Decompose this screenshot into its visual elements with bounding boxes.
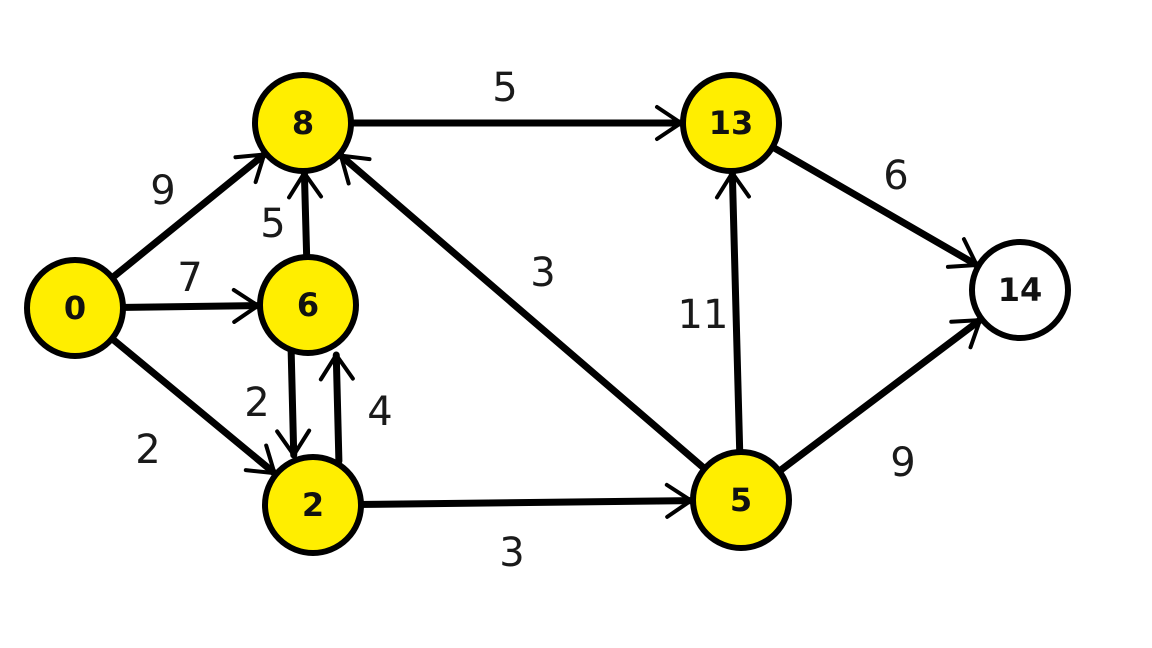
edge-weight-label: 4 (367, 389, 392, 435)
node-8: 8 (252, 72, 354, 174)
node-13: 13 (680, 72, 782, 174)
edge-line (353, 497, 695, 508)
edge-line (105, 332, 278, 477)
edge-weight-label: 3 (530, 250, 555, 296)
edge-weight-label: 2 (135, 427, 160, 473)
edge-line (300, 169, 311, 265)
node-6: 6 (257, 254, 359, 356)
node-label: 5 (730, 481, 752, 519)
node-circle (262, 454, 364, 556)
edge-line (765, 141, 981, 269)
edge-n5-n14 (772, 316, 984, 478)
node-circle (969, 239, 1071, 341)
node-label: 2 (302, 486, 324, 524)
node-circle (252, 72, 354, 174)
edge-line (115, 302, 262, 311)
edge-weight-label: 3 (499, 530, 524, 576)
node-5: 5 (690, 449, 792, 551)
node-label: 6 (297, 286, 319, 324)
edge-line (105, 151, 268, 284)
edge-weight-label: 7 (177, 255, 202, 301)
node-label: 13 (709, 104, 754, 142)
edge-n2-n5 (353, 482, 695, 519)
edge-n6-n8 (287, 169, 324, 265)
edge-weight-label: 6 (883, 153, 908, 199)
edge-n6-n2 (275, 345, 312, 459)
edge-line (337, 152, 712, 475)
node-circle (690, 449, 792, 551)
edge-n13-n14 (765, 141, 981, 269)
node-0: 0 (24, 257, 126, 359)
edge-n2-n6 (318, 351, 355, 465)
edge-n5-n8 (337, 152, 712, 475)
edge-n8-n13 (343, 105, 685, 141)
edge-line (728, 169, 744, 460)
edge-weight-label: 5 (260, 201, 285, 247)
edge-line (287, 345, 298, 459)
node-label: 14 (998, 271, 1043, 309)
node-label: 0 (64, 289, 86, 327)
edges-layer (105, 105, 984, 519)
node-circle (257, 254, 359, 356)
edge-weight-label: 9 (150, 168, 175, 214)
node-14: 14 (969, 239, 1071, 341)
edge-line (332, 351, 343, 465)
edge-weight-label: 2 (244, 380, 269, 426)
edge-weight-label: 5 (492, 65, 517, 111)
arrowhead-icon (318, 352, 355, 382)
edge-line (772, 316, 984, 478)
node-circle (680, 72, 782, 174)
edge-weight-label: 9 (890, 440, 915, 486)
nodes-layer: 0 8 6 2 13 5 14 (24, 72, 1071, 556)
node-circle (24, 257, 126, 359)
node-label: 8 (292, 104, 314, 142)
node-2: 2 (262, 454, 364, 556)
edge-weight-label: 11 (678, 292, 729, 338)
arrowhead-icon (275, 428, 312, 458)
